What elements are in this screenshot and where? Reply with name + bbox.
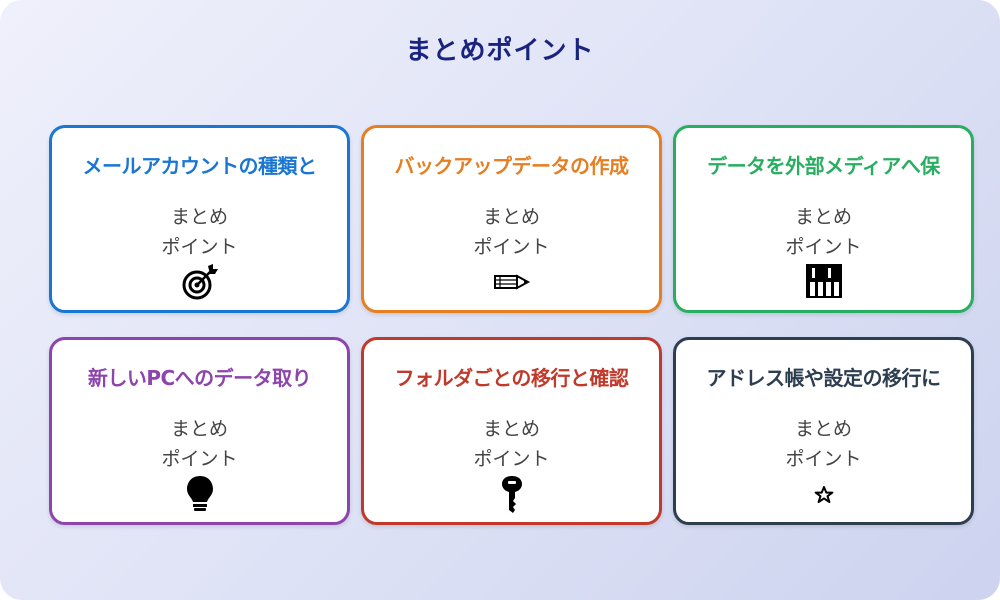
card-summary-line1: まとめ — [794, 418, 852, 440]
key-icon — [492, 474, 532, 514]
card-summary-line2: ポイント — [161, 236, 238, 258]
card-address-book-settings: アドレス帳や設定の移行に まとめ ポイント — [673, 337, 974, 525]
card-summary-line2: ポイント — [785, 448, 862, 470]
card-title: バックアップデータの作成 — [394, 154, 630, 178]
lightbulb-icon — [180, 474, 220, 514]
star-icon — [804, 474, 844, 514]
piano-keys-icon — [804, 262, 844, 302]
card-email-accounts: メールアカウントの種類と まとめ ポイント — [49, 125, 350, 313]
card-new-pc-import: 新しいPCへのデータ取り まとめ ポイント — [49, 337, 350, 525]
card-folder-migration: フォルダごとの移行と確認 まとめ ポイント — [361, 337, 662, 525]
card-title: メールアカウントの種類と — [82, 154, 318, 178]
card-external-media: データを外部メディアへ保 まとめ ポイント — [673, 125, 974, 313]
card-summary-line1: まとめ — [482, 206, 540, 228]
card-summary-line2: ポイント — [473, 448, 550, 470]
card-summary-line1: まとめ — [794, 206, 852, 228]
card-summary-line1: まとめ — [170, 206, 228, 228]
card-summary-line2: ポイント — [161, 448, 238, 470]
card-title: アドレス帳や設定の移行に — [706, 366, 942, 390]
card-summary-line1: まとめ — [170, 418, 228, 440]
card-title: 新しいPCへのデータ取り — [87, 366, 312, 390]
card-backup-data: バックアップデータの作成 まとめ ポイント — [361, 125, 662, 313]
pencil-icon — [492, 262, 532, 302]
card-title: データを外部メディアへ保 — [707, 154, 940, 178]
card-summary-line2: ポイント — [473, 236, 550, 258]
target-icon — [180, 262, 220, 302]
page-title: まとめポイント — [405, 36, 595, 66]
card-summary-line1: まとめ — [482, 418, 540, 440]
card-summary-line2: ポイント — [785, 236, 862, 258]
card-title: フォルダごとの移行と確認 — [394, 366, 629, 390]
